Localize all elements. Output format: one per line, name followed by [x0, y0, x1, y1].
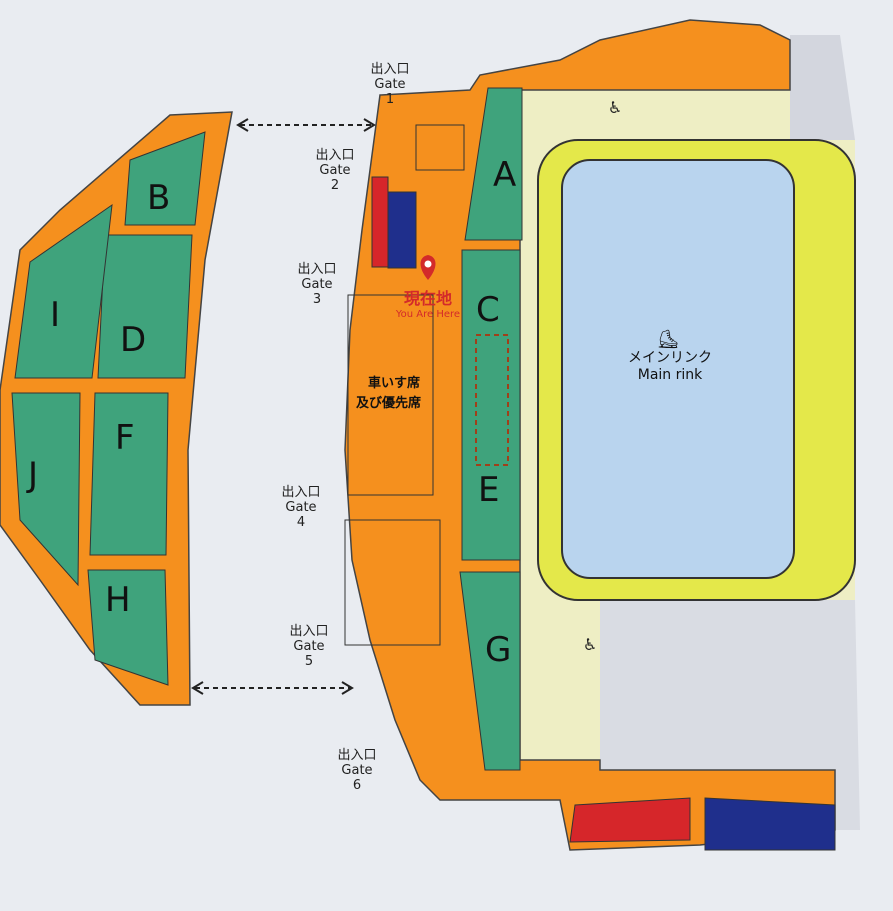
- womens-restroom[interactable]: [371, 176, 389, 268]
- seat-block-f[interactable]: [89, 392, 169, 556]
- section-d-label[interactable]: D: [120, 320, 147, 360]
- main-rink-ice[interactable]: [561, 159, 795, 579]
- section-f-label[interactable]: F: [115, 418, 135, 458]
- grey-area: [790, 35, 855, 140]
- seat-block-i[interactable]: [14, 203, 113, 379]
- location-pin-icon: [420, 255, 436, 280]
- skater-icon: ⛸: [657, 329, 680, 350]
- section-i-label[interactable]: I: [50, 295, 61, 335]
- seat-block-g[interactable]: [459, 571, 521, 771]
- main-rink-label: メインリンク Main rink: [628, 350, 712, 383]
- grey-area-south: [600, 600, 860, 830]
- room: [347, 294, 434, 496]
- room: [344, 519, 441, 646]
- section-j-label[interactable]: J: [28, 455, 39, 495]
- section-g-label[interactable]: G: [485, 630, 512, 670]
- seat-block-b[interactable]: [124, 131, 206, 226]
- section-e-label[interactable]: E: [478, 470, 500, 510]
- womens-restroom-south[interactable]: [569, 797, 691, 843]
- wheelchair-icon: ♿: [583, 635, 597, 654]
- svg-text:♿: ♿: [583, 635, 597, 654]
- section-h-label[interactable]: H: [105, 580, 131, 620]
- seat-block-j[interactable]: [11, 392, 81, 587]
- you-are-here-label: 現在地 You Are Here: [395, 289, 461, 320]
- wheelchair-seats-label: 車いす席 及び優先席: [356, 376, 422, 411]
- seat-block-d[interactable]: [97, 234, 193, 379]
- room: [415, 124, 465, 171]
- section-c-label[interactable]: C: [476, 290, 500, 330]
- walkway-arrow-south: [191, 681, 354, 695]
- seat-block-h[interactable]: [87, 569, 169, 686]
- svg-text:♿: ♿: [608, 98, 622, 117]
- wheelchair-icon: ♿: [604, 96, 626, 117]
- seat-block-ce[interactable]: [461, 249, 521, 561]
- svg-text:⛸: ⛸: [657, 329, 680, 350]
- walkway-arrow-north: [236, 118, 376, 132]
- mens-restroom[interactable]: [387, 191, 417, 269]
- mens-restroom-south[interactable]: [704, 797, 836, 851]
- section-b-label[interactable]: B: [147, 178, 171, 218]
- section-a-label[interactable]: A: [493, 155, 517, 195]
- seat-block-a[interactable]: [464, 87, 523, 241]
